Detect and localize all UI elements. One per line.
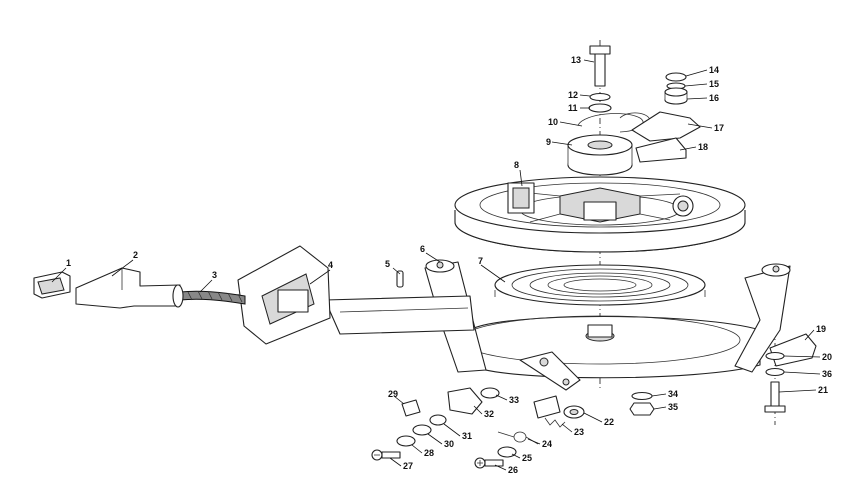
callout-8: 8 [514, 160, 519, 170]
part-rope [179, 290, 246, 305]
callout-17: 17 [714, 123, 724, 133]
part-washer-30 [412, 424, 432, 436]
part-washer-12 [589, 92, 611, 102]
callout-12: 12 [568, 90, 578, 100]
callout-35: 35 [668, 402, 678, 412]
part-washer-36 [765, 367, 785, 377]
part-washer-34 [631, 391, 653, 401]
callout-27: 27 [403, 461, 413, 471]
part-starter-handle [75, 267, 184, 309]
callout-32: 32 [484, 409, 494, 419]
callout-labels: 1 2 3 4 5 6 7 8 9 10 11 12 13 14 15 16 1… [66, 55, 832, 475]
part-clip-29 [401, 399, 421, 417]
callout-5: 5 [385, 259, 390, 269]
callout-18: 18 [698, 142, 708, 152]
callout-2: 2 [133, 250, 138, 260]
callout-11: 11 [568, 103, 578, 113]
part-rail-arm [324, 295, 475, 335]
callout-23: 23 [574, 427, 584, 437]
part-nut-35 [629, 402, 655, 416]
callout-1: 1 [66, 258, 71, 268]
callout-7: 7 [478, 256, 483, 266]
callout-13: 13 [571, 55, 581, 65]
part-nut-14 [665, 72, 687, 82]
callout-4: 4 [328, 260, 333, 270]
part-handle-insert [33, 271, 71, 299]
part-washer-28 [396, 435, 416, 447]
part-washer-20 [765, 351, 785, 361]
callout-15: 15 [709, 79, 719, 89]
part-rope-pulley [454, 176, 746, 253]
part-spring-23 [544, 417, 566, 428]
callout-31: 31 [462, 431, 472, 441]
part-pivot-22 [563, 405, 585, 419]
part-bracket-18 [635, 137, 687, 163]
callout-26: 26 [508, 465, 518, 475]
part-handle-guide [237, 245, 331, 345]
part-washer-33 [480, 387, 500, 399]
leader-lines [51, 59, 821, 471]
part-ring-31 [429, 414, 447, 426]
part-screw-27 [371, 449, 401, 461]
callout-24: 24 [542, 439, 552, 449]
rail-arm-edge [339, 307, 469, 313]
part-recoil-spring [494, 264, 706, 306]
callout-10: 10 [548, 117, 558, 127]
callout-3: 3 [212, 270, 217, 280]
part-pin-5 [396, 270, 404, 288]
part-pawl-17 [631, 111, 701, 142]
callout-9: 9 [546, 137, 551, 147]
part-washer-25 [497, 446, 517, 458]
callout-22: 22 [604, 417, 614, 427]
part-bolt [589, 45, 611, 87]
part-bushing-16 [664, 87, 688, 105]
part-starter-housing [424, 259, 791, 391]
callout-21: 21 [818, 385, 828, 395]
part-bolt-21 [764, 381, 786, 413]
callout-6: 6 [420, 244, 425, 254]
part-screw-26 [474, 457, 504, 469]
callout-33: 33 [509, 395, 519, 405]
callout-30: 30 [444, 439, 454, 449]
part-plate-32 [447, 387, 483, 415]
callout-28: 28 [424, 448, 434, 458]
callout-19: 19 [816, 324, 826, 334]
part-clip-19 [769, 333, 817, 367]
callout-36: 36 [822, 369, 832, 379]
part-washer-11 [588, 103, 612, 113]
callout-16: 16 [709, 93, 719, 103]
part-pulley-hub [567, 134, 633, 176]
callout-20: 20 [822, 352, 832, 362]
part-torsion-spring-24 [497, 431, 539, 445]
callout-34: 34 [668, 389, 678, 399]
callout-25: 25 [522, 453, 532, 463]
callout-14: 14 [709, 65, 719, 75]
part-pawl-block [533, 395, 561, 419]
callout-29: 29 [388, 389, 398, 399]
